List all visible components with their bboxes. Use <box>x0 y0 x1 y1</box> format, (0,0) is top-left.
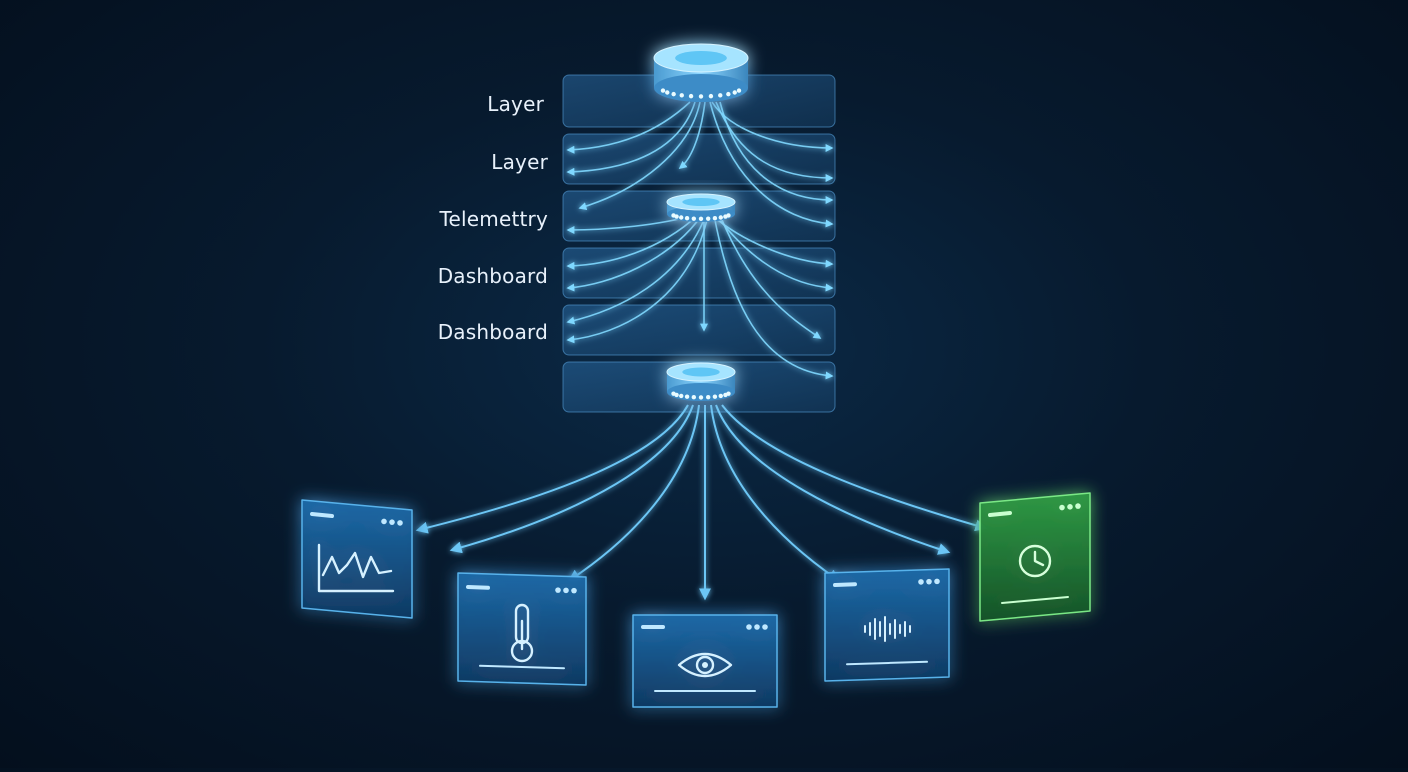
flow-line <box>713 214 834 380</box>
card-underline <box>479 664 565 670</box>
card-underline <box>1001 596 1069 604</box>
fanout-line <box>721 404 988 532</box>
hub-middle <box>666 193 736 222</box>
hub-top <box>653 43 749 102</box>
layer-label-4: Dashboard <box>437 264 548 288</box>
fanout-line <box>449 404 694 554</box>
fanout-line <box>710 404 840 582</box>
dashboard-card-1 <box>301 499 413 619</box>
dashboard-card-4 <box>824 568 950 682</box>
layer-label-5: Dashboard <box>437 320 548 344</box>
waveform-chart-icon <box>317 543 395 593</box>
flow-line <box>709 101 834 228</box>
card-underline <box>846 660 928 666</box>
dashboard-card-3 <box>632 614 778 708</box>
fanout-line <box>415 404 689 534</box>
layer-label-2: Layer <box>491 150 548 174</box>
dashboard-card-5 <box>979 492 1091 622</box>
flow-line <box>678 101 706 170</box>
flow-line <box>719 214 822 339</box>
layer-label-1: Layer <box>487 92 544 116</box>
thermometer-icon <box>510 603 534 663</box>
flow-line <box>719 101 834 204</box>
eye-icon <box>677 652 733 678</box>
flow-line <box>715 214 834 292</box>
flow-line <box>566 214 709 344</box>
flow-line <box>566 214 707 325</box>
fanout-line <box>715 404 951 555</box>
layer-panel-4 <box>562 247 836 299</box>
flow-line <box>566 101 691 154</box>
flow-line <box>566 101 696 176</box>
fanout-lines <box>415 404 988 601</box>
dashboard-card-2 <box>457 572 587 686</box>
layer-label-3: Telemettry <box>439 207 548 231</box>
layer-panel-2 <box>562 133 836 185</box>
flow-line <box>566 214 703 292</box>
fanout-line <box>568 404 700 582</box>
clock-icon <box>1018 544 1052 578</box>
audio-signal-icon <box>864 616 911 642</box>
layer-panels <box>562 74 836 413</box>
hubs <box>653 43 749 401</box>
layer-panel-5 <box>562 304 836 356</box>
hub-bottom <box>666 362 736 401</box>
flow-line <box>566 214 699 270</box>
flow-line <box>578 101 701 210</box>
dashboard-cards <box>301 492 1091 708</box>
